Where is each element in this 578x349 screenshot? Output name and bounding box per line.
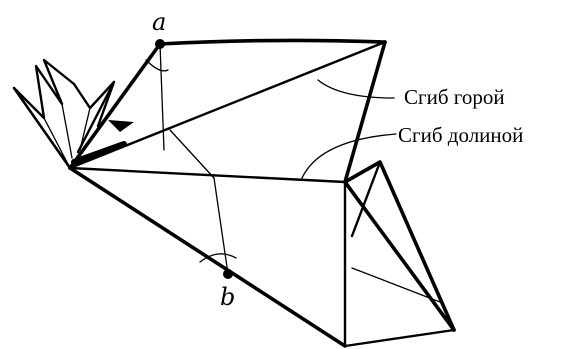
valley-fold-label: Сгиб долиной [398, 123, 523, 147]
right-flap [343, 160, 456, 348]
mountain-fold-leader [317, 79, 395, 99]
fold-thick-crease [71, 141, 127, 165]
fold-arrow-icon [108, 120, 134, 132]
folded-flaps [12, 58, 134, 170]
valley-fold-leader [301, 133, 397, 179]
main-sheet [68, 38, 387, 348]
point-a-label: a [152, 8, 166, 36]
point-a-dot [155, 39, 165, 49]
point-b-label: b [220, 283, 235, 311]
mountain-fold-label: Сгиб горой [404, 85, 505, 109]
point-b-dot [223, 269, 233, 279]
